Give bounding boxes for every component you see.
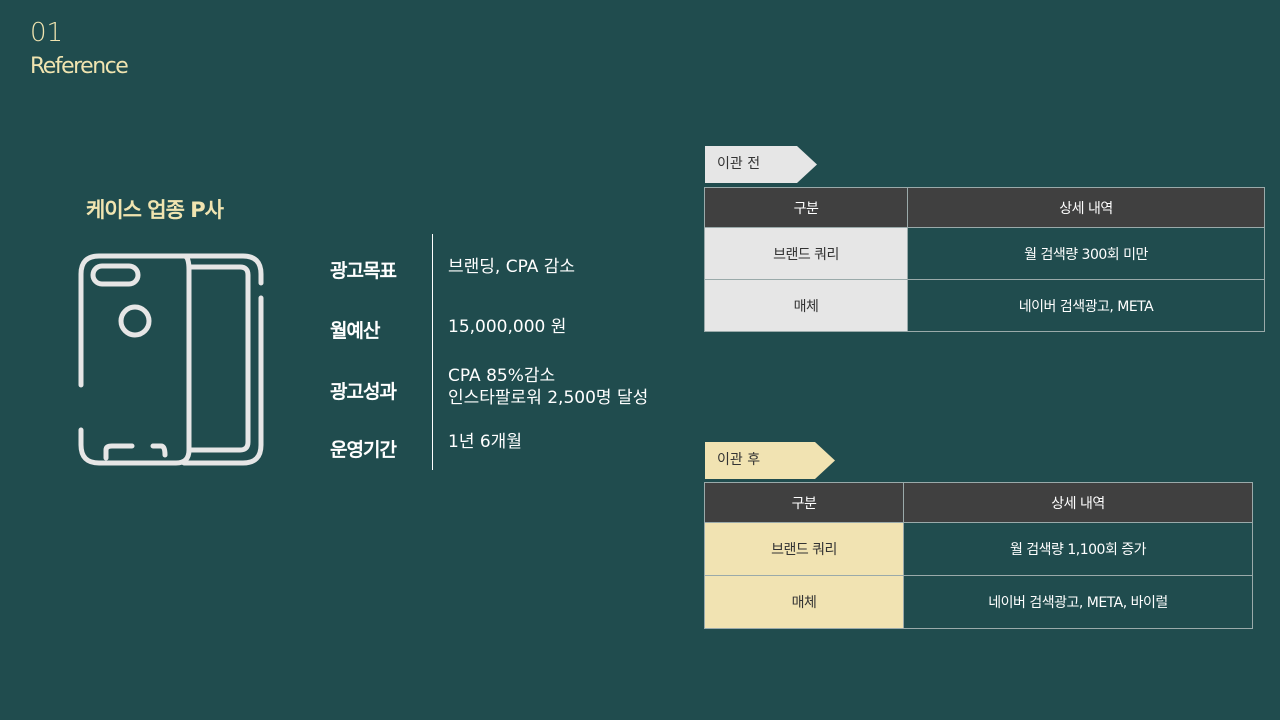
value-result: CPA 85%감소: [448, 366, 556, 386]
before-tag: 이관 전: [705, 146, 817, 183]
cell: 매체: [704, 575, 904, 629]
cell: 월 검색량 1,100회 증가: [903, 522, 1253, 576]
label-result: 광고성과: [330, 381, 397, 403]
section-number: 01: [30, 18, 64, 48]
header-category: 구분: [704, 187, 908, 228]
cell: 네이버 검색광고, META: [907, 279, 1265, 332]
cell: 매체: [704, 279, 908, 332]
cell: 월 검색량 300회 미만: [907, 227, 1265, 280]
section-title: Reference: [30, 54, 129, 79]
case-title: 케이스 업종 P사: [86, 198, 224, 222]
cell: 네이버 검색광고, META, 바이럴: [903, 575, 1253, 629]
phone-case-icon: [78, 253, 264, 466]
cell: 브랜드 쿼리: [704, 522, 904, 576]
after-tag: 이관 후: [705, 442, 835, 479]
value-result-2: 인스타팔로워 2,500명 달성: [448, 388, 649, 408]
value-ad-goal: 브랜딩, CPA 감소: [448, 257, 576, 277]
label-period: 운영기간: [330, 439, 397, 461]
divider: [432, 234, 433, 470]
value-budget: 15,000,000 원: [448, 317, 567, 337]
header-detail: 상세 내역: [903, 482, 1253, 523]
label-ad-goal: 광고목표: [330, 260, 397, 282]
value-period: 1년 6개월: [448, 432, 522, 452]
cell: 브랜드 쿼리: [704, 227, 908, 280]
header-category: 구분: [704, 482, 904, 523]
header-detail: 상세 내역: [907, 187, 1265, 228]
label-budget: 월예산: [330, 320, 380, 342]
